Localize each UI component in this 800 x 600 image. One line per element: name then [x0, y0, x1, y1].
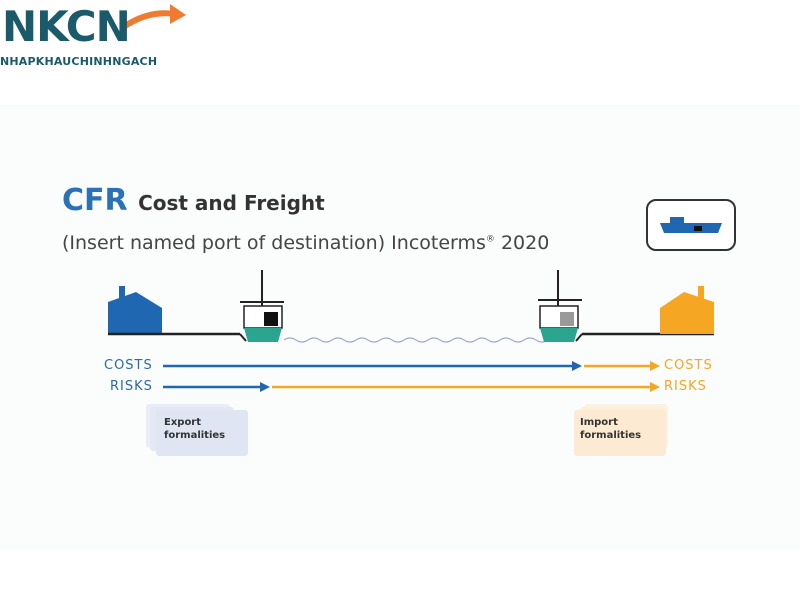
- logo-tagline: NHAPKHAUCHINHNGACH: [0, 55, 158, 68]
- buyer-risks-label: RISKS: [664, 379, 707, 394]
- export-formalities-document-icon: Export formalities: [146, 404, 248, 456]
- export-formalities-label: Export formalities: [164, 417, 226, 441]
- seller-costs-label: COSTS: [104, 358, 153, 373]
- incoterm-name: Cost and Freight: [138, 191, 325, 215]
- subtitle-year: 2020: [500, 232, 550, 254]
- logo-wordmark: NKCN: [2, 2, 131, 51]
- buyer-costs-label: COSTS: [664, 358, 713, 373]
- subtitle-text: (Insert named port of destination) Incot…: [62, 232, 486, 254]
- subtitle-trademark: ®: [485, 234, 495, 245]
- seller-risks-label: RISKS: [110, 379, 153, 394]
- logo-arrow-icon: [120, 4, 186, 31]
- ship-badge-icon: [646, 199, 736, 251]
- diagram-panel: [0, 105, 800, 550]
- diagram-subtitle: (Insert named port of destination) Incot…: [62, 232, 549, 254]
- import-formalities-label: Import formalities: [580, 417, 642, 441]
- incoterm-code: CFR: [62, 183, 128, 218]
- import-formalities-document-icon: Import formalities: [574, 404, 668, 456]
- diagram-title: CFR Cost and Freight: [62, 183, 325, 218]
- brand-logo: NKCN NHAPKHAUCHINHNGACH: [0, 0, 200, 72]
